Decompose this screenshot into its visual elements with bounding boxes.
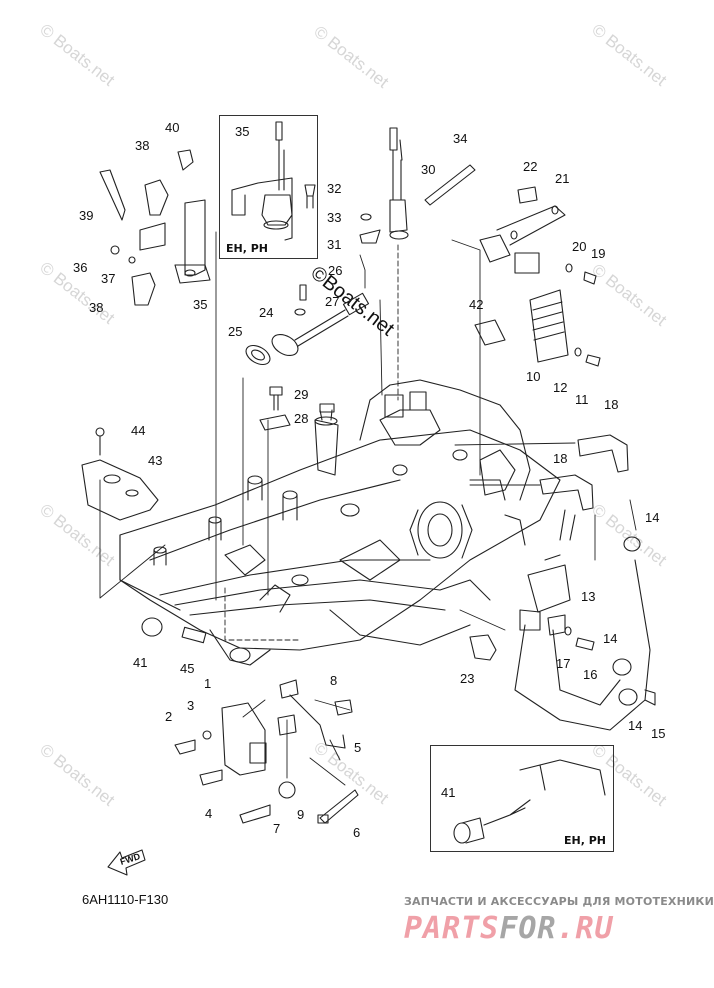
callout-44[interactable]: 44 xyxy=(131,423,146,438)
callout-38-upper[interactable]: 38 xyxy=(135,138,150,153)
callout-7[interactable]: 7 xyxy=(273,821,281,836)
logo-part-parts: PARTS xyxy=(404,911,500,946)
callout-21[interactable]: 21 xyxy=(555,171,570,186)
callout-33[interactable]: 33 xyxy=(327,210,342,225)
callout-29[interactable]: 29 xyxy=(294,387,309,402)
callout-34[interactable]: 34 xyxy=(453,131,468,146)
ignition-coil-drawing xyxy=(514,434,656,731)
logo-subtitle: ЗАПЧАСТИ И АКСЕССУАРЫ ДЛЯ МОТОТЕХНИКИ xyxy=(404,895,714,908)
callout-28[interactable]: 28 xyxy=(294,411,309,426)
callout-1[interactable]: 1 xyxy=(204,676,212,691)
callout-15[interactable]: 15 xyxy=(651,726,666,741)
callout-10[interactable]: 10 xyxy=(526,369,541,384)
callout-5[interactable]: 5 xyxy=(354,740,362,755)
callout-16[interactable]: 16 xyxy=(583,667,598,682)
logo-part-ru: .RU xyxy=(556,911,614,946)
callout-43[interactable]: 43 xyxy=(148,453,163,468)
callout-41-inset[interactable]: 41 xyxy=(441,785,456,800)
inset-sensor-35-drawing xyxy=(231,121,293,241)
inset-variant-label: EH, PH xyxy=(564,834,606,847)
callout-31[interactable]: 31 xyxy=(327,237,342,252)
callout-18-upper[interactable]: 18 xyxy=(604,397,619,412)
callout-6[interactable]: 6 xyxy=(353,825,361,840)
bracket-43-drawing xyxy=(81,427,159,521)
engine-block-drawing xyxy=(119,379,561,666)
callout-37[interactable]: 37 xyxy=(101,271,116,286)
callout-40[interactable]: 40 xyxy=(165,120,180,135)
partsfor-logo[interactable]: PARTSFOR.RU xyxy=(404,911,614,946)
plug-41-drawing xyxy=(141,617,207,644)
temp-sensor-30-drawing xyxy=(304,127,476,244)
callout-24[interactable]: 24 xyxy=(259,305,274,320)
callout-12[interactable]: 12 xyxy=(553,380,568,395)
inset-eh-ph-sensor-35: EH, PH xyxy=(219,115,318,259)
callout-3[interactable]: 3 xyxy=(187,698,195,713)
callout-42[interactable]: 42 xyxy=(469,297,484,312)
callout-20[interactable]: 20 xyxy=(572,239,587,254)
callout-36[interactable]: 36 xyxy=(73,260,88,275)
callout-17[interactable]: 17 xyxy=(556,656,571,671)
callout-14-upper[interactable]: 14 xyxy=(645,510,660,525)
callout-8[interactable]: 8 xyxy=(330,673,338,688)
callout-2[interactable]: 2 xyxy=(165,709,173,724)
callout-38-lower[interactable]: 38 xyxy=(89,300,104,315)
sensor-bracket-assembly xyxy=(99,149,211,306)
callout-22[interactable]: 22 xyxy=(523,159,538,174)
sensor-23-drawing xyxy=(469,634,497,661)
cdi-unit-drawing xyxy=(174,679,359,824)
inset-eh-ph-sensor-41: EH, PH xyxy=(430,745,614,852)
leader-lines xyxy=(99,231,637,786)
inset-variant-label: EH, PH xyxy=(226,242,268,255)
callout-23[interactable]: 23 xyxy=(460,671,475,686)
callout-41[interactable]: 41 xyxy=(133,655,148,670)
callout-13[interactable]: 13 xyxy=(581,589,596,604)
callout-39[interactable]: 39 xyxy=(79,208,94,223)
callout-14-lower[interactable]: 14 xyxy=(628,718,643,733)
fwd-arrow-icon xyxy=(107,849,146,876)
callout-11[interactable]: 11 xyxy=(575,392,589,407)
callout-32[interactable]: 32 xyxy=(327,181,342,196)
callout-9[interactable]: 9 xyxy=(297,807,305,822)
callout-45[interactable]: 45 xyxy=(180,661,195,676)
callout-27[interactable]: 27 xyxy=(325,294,340,309)
callout-26[interactable]: 26 xyxy=(328,263,343,278)
diagram-code: 6AH1110-F130 xyxy=(82,892,169,907)
harness-grommet-drawing xyxy=(245,284,370,431)
callout-30[interactable]: 30 xyxy=(421,162,436,177)
logo-part-for: FOR xyxy=(499,911,557,946)
callout-19[interactable]: 19 xyxy=(591,246,606,261)
callout-35-inset[interactable]: 35 xyxy=(235,124,250,139)
callout-18-lower[interactable]: 18 xyxy=(553,451,568,466)
rectifier-regulator-drawing xyxy=(474,186,601,367)
callout-14-middle[interactable]: 14 xyxy=(603,631,618,646)
callout-25[interactable]: 25 xyxy=(228,324,243,339)
callout-35-bracket[interactable]: 35 xyxy=(193,297,208,312)
callout-4[interactable]: 4 xyxy=(205,806,213,821)
inset-sensor-41-drawing xyxy=(453,759,606,844)
